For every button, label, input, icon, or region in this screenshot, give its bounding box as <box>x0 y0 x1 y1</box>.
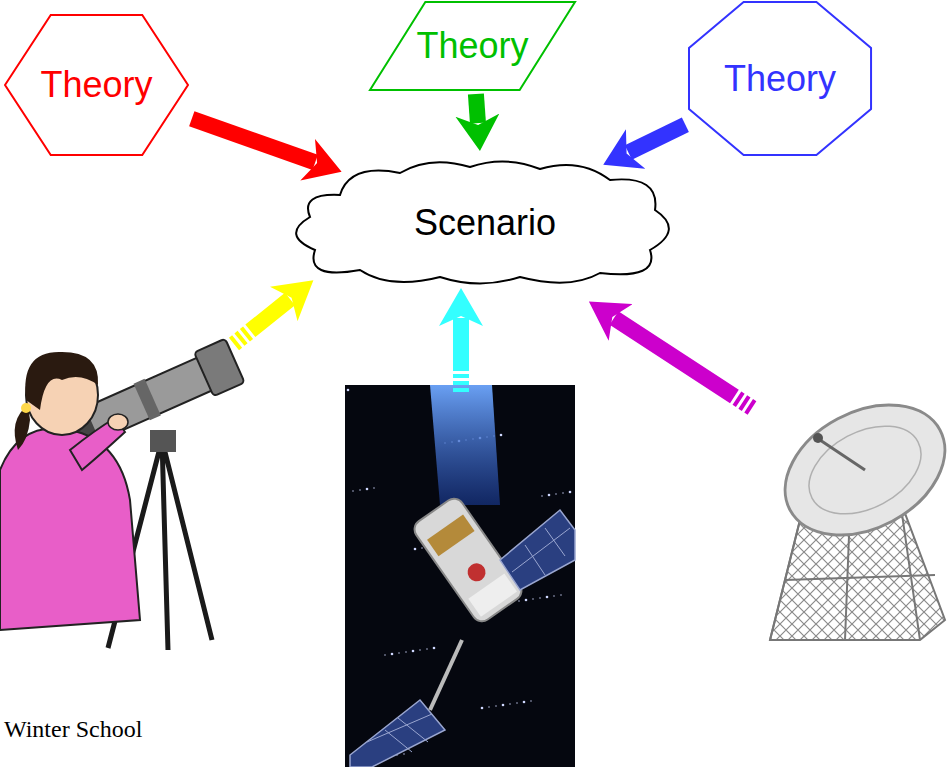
theory-arrow <box>476 94 478 123</box>
art-part <box>502 704 505 707</box>
art-part <box>419 649 420 650</box>
instrument-arrows <box>234 299 752 408</box>
art-part <box>541 495 542 496</box>
art-part <box>430 640 462 710</box>
shape-outline <box>689 2 871 155</box>
art-part <box>25 352 98 410</box>
art-part <box>366 488 369 491</box>
art-part <box>548 494 551 497</box>
art-part <box>367 714 432 752</box>
art-part <box>414 548 417 551</box>
art-part <box>518 600 519 601</box>
observer-telescope <box>0 339 245 650</box>
theory-hexagon: Theory <box>5 15 188 155</box>
art-part <box>794 408 936 531</box>
footer-label: Winter School <box>4 716 142 743</box>
art-part <box>391 653 394 656</box>
art-part <box>405 651 406 652</box>
node-text: Theory <box>416 25 528 66</box>
art-part <box>495 705 496 706</box>
node-text: Scenario <box>414 202 556 243</box>
art-part <box>553 595 554 596</box>
shape-outline <box>370 2 575 90</box>
art-part <box>555 493 556 494</box>
art-part <box>481 707 484 710</box>
theory-parallelogram: Theory <box>370 2 575 90</box>
art-part <box>509 703 510 704</box>
satellite-photo <box>345 385 575 767</box>
art-part <box>488 706 489 707</box>
art-part <box>359 489 360 490</box>
art-part <box>234 299 290 344</box>
art-part <box>560 594 561 595</box>
node-text: Theory <box>40 64 152 105</box>
art-part <box>430 385 500 505</box>
art-part <box>500 434 503 437</box>
cloud-outline <box>296 161 669 283</box>
art-part <box>516 702 517 703</box>
art-part <box>523 701 526 704</box>
scenario-cloud: Scenario <box>280 155 690 290</box>
art-part <box>345 385 575 767</box>
art-part <box>525 599 528 602</box>
art-part <box>569 491 572 494</box>
art-part <box>150 430 176 452</box>
art-part <box>763 379 952 561</box>
theory-arrow <box>192 119 315 163</box>
art-part <box>373 487 374 488</box>
node-text: Theory <box>724 58 836 99</box>
radio-dish <box>763 379 952 640</box>
art-part <box>427 515 475 557</box>
art-part <box>532 598 533 599</box>
art-part <box>0 428 140 630</box>
art-part <box>464 560 489 585</box>
art-part <box>412 650 415 653</box>
art-part <box>398 652 399 653</box>
art-part <box>530 700 531 701</box>
art-part <box>539 597 540 598</box>
theory-arrow <box>628 125 685 153</box>
art-part <box>468 574 517 617</box>
art-part <box>108 414 128 430</box>
art-part <box>562 492 563 493</box>
art-part <box>433 647 436 650</box>
art-part <box>21 403 31 413</box>
art-part <box>820 440 865 470</box>
shape-outline <box>5 15 188 155</box>
art-part <box>546 596 549 599</box>
art-part <box>426 648 427 649</box>
art-part <box>614 318 752 408</box>
art-part <box>384 654 385 655</box>
art-part <box>421 547 422 548</box>
art-part <box>500 510 575 590</box>
art-part <box>512 528 570 575</box>
art-part <box>347 389 350 392</box>
art-part <box>352 490 353 491</box>
art-part <box>403 753 404 754</box>
art-part <box>453 318 469 392</box>
art-part <box>134 379 161 420</box>
theory-octagon: Theory <box>689 2 871 155</box>
art-part <box>813 433 823 443</box>
